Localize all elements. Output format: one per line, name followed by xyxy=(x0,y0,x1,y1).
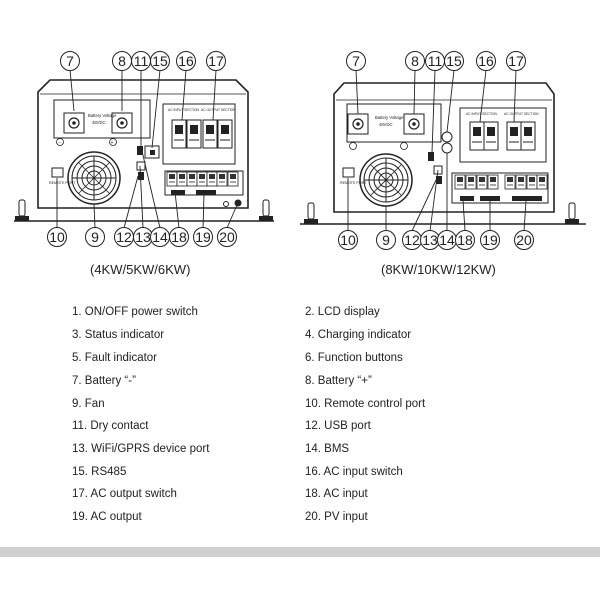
legend-item: 7. Battery “-” xyxy=(72,375,136,387)
right-model-caption: (8KW/10KW/12KW) xyxy=(381,262,496,277)
callout-15: 15 xyxy=(152,53,168,69)
callout-19: 19 xyxy=(195,229,211,245)
component-legend: 1. ON/OFF power switch 2. LCD display 3.… xyxy=(0,303,600,533)
callout-13-r: 13 xyxy=(422,232,438,248)
legend-item: 5. Fault indicator xyxy=(72,352,158,364)
legend-item: 13. WiFi/GPRS device port xyxy=(72,443,210,455)
left-callouts: 7 8 11 15 16 17 10 9 12 13 14 18 19 20 xyxy=(47,51,237,247)
callout-8-r: 8 xyxy=(411,53,419,69)
callout-7: 7 xyxy=(66,53,74,69)
callout-14-r: 14 xyxy=(439,232,455,248)
bottom-divider-bar xyxy=(0,547,600,557)
ac-input-section-label-r: AC INPUT SECTION xyxy=(466,112,498,116)
ac-output-section-label-r: AC OUTPUT SECTION xyxy=(504,112,539,116)
remote-port-label: REMOTE PORT xyxy=(49,181,76,185)
legend-item: 16. AC input switch xyxy=(305,466,403,478)
callout-10-r: 10 xyxy=(340,232,356,248)
ac-output-section-label: AC OUTPUT SECTION xyxy=(201,108,236,112)
legend-item: 14. BMS xyxy=(305,443,350,455)
legend-item: 19. AC output xyxy=(72,511,142,523)
inverter-diagrams: Battery Voltage 48VDC − + REMOTE PORT AC… xyxy=(14,51,586,250)
callout-9-r: 9 xyxy=(382,232,390,248)
callout-17-r: 17 xyxy=(508,53,524,69)
legend-item: 17. AC output switch xyxy=(72,488,177,500)
callout-18-r: 18 xyxy=(457,232,473,248)
callout-15-r: 15 xyxy=(446,53,462,69)
callout-13: 13 xyxy=(135,229,151,245)
legend-item: 12. USB port xyxy=(305,420,371,432)
legend-item: 3. Status indicator xyxy=(72,329,165,341)
legend-item: 15. RS485 xyxy=(72,466,127,478)
callout-16: 16 xyxy=(178,53,194,69)
callout-10: 10 xyxy=(49,229,65,245)
callout-12: 12 xyxy=(116,229,132,245)
callout-11: 11 xyxy=(134,53,149,69)
battery-voltage-label: Battery Voltage xyxy=(88,113,117,118)
legend-item: 18. AC input xyxy=(305,488,368,500)
ac-input-section-label: AC INPUT SECTION xyxy=(168,108,200,112)
left-model-caption: (4KW/5KW/6KW) xyxy=(90,262,191,277)
callout-20-r: 20 xyxy=(516,232,532,248)
callout-19-r: 19 xyxy=(482,232,498,248)
callout-17: 17 xyxy=(208,53,224,69)
battery-voltage-label-r: Battery Voltage xyxy=(375,115,404,120)
callout-7-r: 7 xyxy=(352,53,360,69)
callout-12-r: 12 xyxy=(404,232,420,248)
legend-item: 1. ON/OFF power switch xyxy=(72,306,198,318)
legend-item: 10. Remote control port xyxy=(305,398,426,410)
svg-text:+: + xyxy=(111,140,114,146)
legend-item: 4. Charging indicator xyxy=(305,329,412,341)
callout-9: 9 xyxy=(91,229,99,245)
legend-item: 9. Fan xyxy=(72,398,105,410)
legend-item: 11. Dry contact xyxy=(72,420,149,432)
remote-port-label-r: REMOTE PORT xyxy=(340,181,367,185)
callout-8: 8 xyxy=(118,53,126,69)
right-inverter: Battery Voltage 48VDC REMOTE PORT AC INP… xyxy=(300,82,586,225)
legend-item: 6. Function buttons xyxy=(305,352,403,364)
callout-11-r: 11 xyxy=(428,53,443,69)
battery-model-label-r: 48VDC xyxy=(379,122,393,127)
legend-item: 8. Battery “+” xyxy=(305,375,372,387)
callout-16-r: 16 xyxy=(478,53,494,69)
right-callouts: 7 8 11 15 16 17 10 9 12 13 14 18 19 20 xyxy=(338,51,534,250)
callout-18: 18 xyxy=(171,229,187,245)
svg-text:−: − xyxy=(58,140,61,146)
callout-14: 14 xyxy=(152,229,168,245)
battery-model-label: 48VDC xyxy=(92,120,106,125)
legend-item: 2. LCD display xyxy=(305,306,380,318)
legend-item: 20. PV input xyxy=(305,511,368,523)
fan-icon xyxy=(67,151,121,205)
left-inverter: Battery Voltage 48VDC − + REMOTE PORT AC… xyxy=(14,79,274,222)
fan-icon-r xyxy=(359,153,413,207)
callout-20: 20 xyxy=(219,229,235,245)
